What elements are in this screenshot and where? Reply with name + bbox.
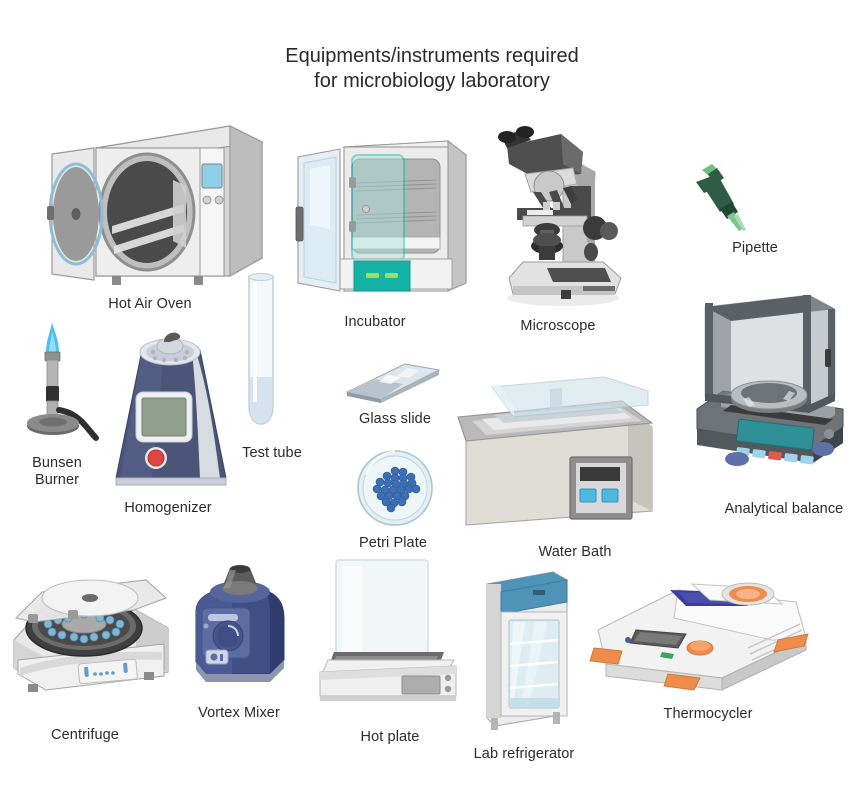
equipment-analytical-balance bbox=[683, 287, 851, 482]
label-thermocycler: Thermocycler bbox=[663, 706, 753, 722]
equipment-homogenizer bbox=[108, 330, 232, 490]
equipment-vortex-mixer bbox=[180, 565, 294, 690]
label-water-bath: Water Bath bbox=[538, 544, 612, 560]
label-hot-air-oven: Hot Air Oven bbox=[108, 296, 192, 312]
equipment-hot-air-oven bbox=[34, 108, 265, 293]
equipment-lab-refrigerator bbox=[477, 562, 577, 734]
label-microscope: Microscope bbox=[520, 318, 596, 334]
label-lab-refrigerator: Lab refrigerator bbox=[473, 746, 575, 762]
equipment-microscope bbox=[487, 112, 639, 310]
label-vortex-mixer: Vortex Mixer bbox=[198, 705, 280, 721]
label-hot-plate: Hot plate bbox=[360, 729, 420, 745]
label-bunsen-burner: Bunsen Burner bbox=[32, 455, 82, 488]
equipment-incubator bbox=[288, 133, 474, 305]
equipment-glass-slide bbox=[343, 358, 443, 406]
equipment-pipette bbox=[690, 162, 760, 236]
label-pipette: Pipette bbox=[732, 240, 778, 256]
equipment-petri-plate bbox=[352, 449, 438, 527]
equipment-water-bath bbox=[452, 357, 660, 537]
page-title: Equipments/instruments required for micr… bbox=[285, 45, 579, 92]
label-test-tube: Test tube bbox=[242, 445, 302, 461]
label-glass-slide: Glass slide bbox=[358, 411, 431, 427]
label-centrifuge: Centrifuge bbox=[51, 727, 119, 743]
equipment-centrifuge bbox=[4, 548, 174, 700]
equipment-test-tube bbox=[243, 272, 279, 427]
label-homogenizer: Homogenizer bbox=[124, 500, 212, 516]
equipment-bunsen-burner bbox=[18, 322, 110, 444]
label-petri-plate: Petri Plate bbox=[359, 535, 427, 551]
label-incubator: Incubator bbox=[344, 314, 406, 330]
label-analytical-balance: Analytical balance bbox=[724, 501, 844, 517]
equipment-thermocycler bbox=[582, 578, 822, 696]
equipment-hot-plate bbox=[314, 556, 466, 704]
